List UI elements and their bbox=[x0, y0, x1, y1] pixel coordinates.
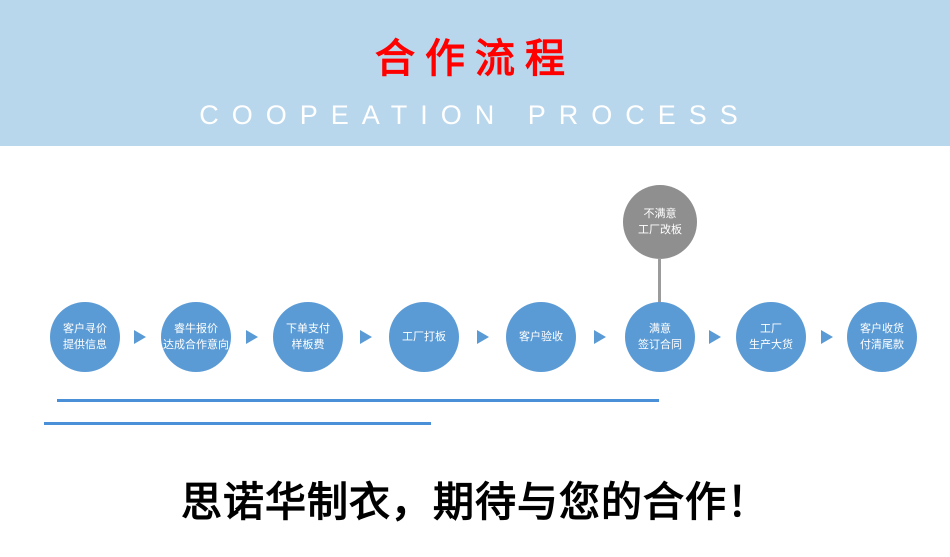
banner-title: 合作流程 bbox=[375, 37, 575, 81]
flow-step-circle-2: 睿牛报价 达成合作意向 bbox=[161, 302, 231, 372]
flow-step-2-line2: 达成合作意向 bbox=[163, 339, 229, 351]
arrow-right-icon bbox=[594, 330, 606, 344]
flow-step-circle-8: 客户收货 付清尾款 bbox=[847, 302, 917, 372]
flow-step-circle-4: 工厂打板 bbox=[389, 302, 459, 372]
flow-step-1-line2: 提供信息 bbox=[63, 339, 107, 351]
arrow-right-icon bbox=[477, 330, 489, 344]
banner-subtitle: COOPEATION PROCESS bbox=[199, 100, 751, 130]
flow-step-circle-3: 下单支付 样板费 bbox=[273, 302, 343, 372]
arrow-right-icon bbox=[246, 330, 258, 344]
flow-step-1-line1: 客户寻价 bbox=[63, 323, 107, 335]
banner: 合作流程 COOPEATION PROCESS bbox=[0, 0, 950, 146]
flow-step-circle-7: 工厂 生产大货 bbox=[736, 302, 806, 372]
flow-step-3-line2: 样板费 bbox=[291, 339, 325, 351]
arrow-right-icon bbox=[360, 330, 372, 344]
decorative-line-long bbox=[57, 399, 659, 402]
flow-step-4-line1: 工厂打板 bbox=[402, 331, 446, 343]
flow-step-3-line1: 下单支付 bbox=[286, 323, 330, 335]
arrow-right-icon bbox=[709, 330, 721, 344]
flow-step-circle-6: 满意 签订合同 bbox=[625, 302, 695, 372]
arrow-right-icon bbox=[134, 330, 146, 344]
flow-step-alt-line2: 工厂改板 bbox=[638, 224, 682, 236]
flow-step-2-line1: 睿牛报价 bbox=[174, 323, 218, 335]
flow-step-6-line2: 签订合同 bbox=[638, 339, 682, 351]
alt-step-connector-line bbox=[658, 258, 661, 303]
flow-step-alt-circle: 不满意 工厂改板 bbox=[623, 185, 697, 259]
flow-step-7-line1: 工厂 bbox=[760, 323, 782, 335]
flow-step-6-line1: 满意 bbox=[649, 323, 671, 335]
flow-step-circle-5: 客户验收 bbox=[506, 302, 576, 372]
flow-step-8-line1: 客户收货 bbox=[860, 323, 904, 335]
footer-slogan: 思诺华制衣，期待与您的合作！ bbox=[181, 479, 769, 525]
flow-step-8-line2: 付清尾款 bbox=[860, 339, 904, 351]
flow-step-7-line2: 生产大货 bbox=[749, 339, 793, 351]
decorative-line-short bbox=[44, 422, 431, 425]
flow-step-circle-1: 客户寻价 提供信息 bbox=[50, 302, 120, 372]
flow-step-alt-line1: 不满意 bbox=[643, 208, 677, 220]
arrow-right-icon bbox=[821, 330, 833, 344]
flow-step-5-line1: 客户验收 bbox=[519, 331, 563, 343]
